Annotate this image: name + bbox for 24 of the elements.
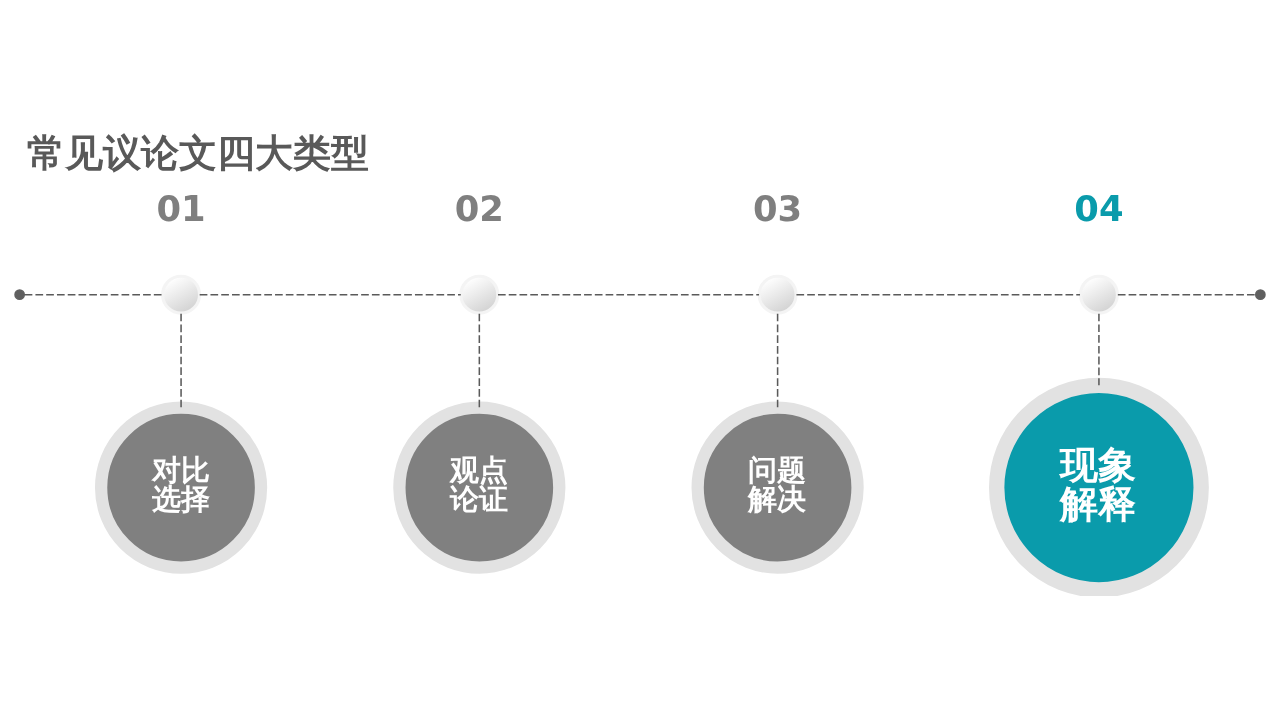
connector: [795, 293, 1081, 296]
connector: [23, 293, 163, 296]
connector: [478, 312, 481, 409]
node-label: 04: [1074, 187, 1124, 229]
connector: [1117, 293, 1257, 296]
node-circle: [459, 274, 500, 315]
node-circle: 观点论证: [393, 401, 566, 574]
connector: [497, 293, 760, 296]
node-circle: [1078, 274, 1119, 315]
node-label: 02: [454, 187, 504, 229]
node-circle: 现象解释: [989, 377, 1209, 596]
node-circle: [757, 274, 798, 315]
node-circle: 对比选择: [94, 401, 268, 574]
connector: [198, 293, 462, 296]
node-circle: 问题解决: [691, 401, 864, 574]
connector: [776, 312, 779, 409]
node-label: 03: [753, 187, 803, 229]
node-circle: [14, 289, 25, 301]
diagram-title: 常见议论文四大类型: [27, 129, 370, 175]
node-label: 01: [156, 187, 206, 229]
node-circle: [1255, 289, 1266, 301]
node-circle: [161, 274, 202, 315]
connector: [180, 312, 182, 409]
connector: [1098, 312, 1100, 387]
